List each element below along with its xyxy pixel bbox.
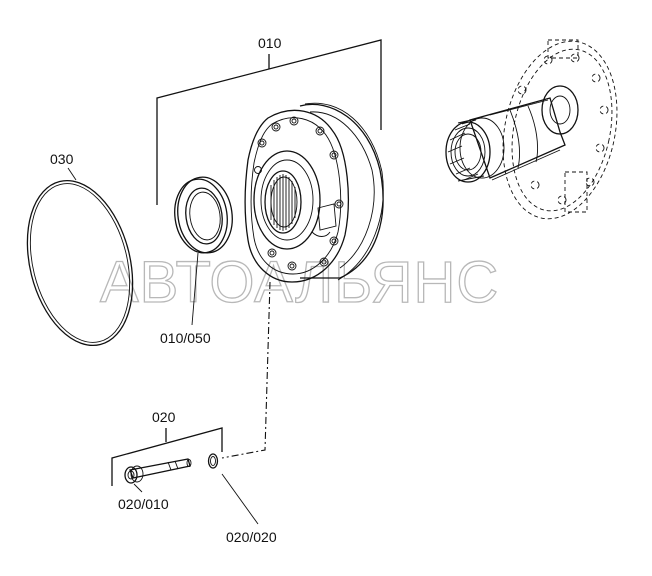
label-030: 030 xyxy=(50,151,74,167)
label-010-050: 010/050 xyxy=(160,330,211,346)
label-020-010: 020/010 xyxy=(118,496,169,512)
pump-housing-010 xyxy=(244,102,384,283)
leader-020-020 xyxy=(221,473,259,525)
seal-010-050 xyxy=(174,176,233,254)
bolt-020-010 xyxy=(124,458,192,484)
label-010: 010 xyxy=(258,35,282,51)
label-020-020: 020/020 xyxy=(226,529,277,545)
watermark: АВТОАЛЬЯНС xyxy=(100,250,499,315)
label-020: 020 xyxy=(152,409,176,425)
leader-020-010 xyxy=(133,483,143,493)
leader-010-050 xyxy=(191,252,199,326)
oring-030 xyxy=(26,179,134,347)
bracket-010 xyxy=(156,39,382,205)
washer-020-020 xyxy=(207,453,219,469)
leader-030 xyxy=(67,167,77,181)
drive-shaft-assembly xyxy=(445,39,618,220)
assembly-centerline xyxy=(221,281,271,459)
bracket-020 xyxy=(111,427,223,486)
